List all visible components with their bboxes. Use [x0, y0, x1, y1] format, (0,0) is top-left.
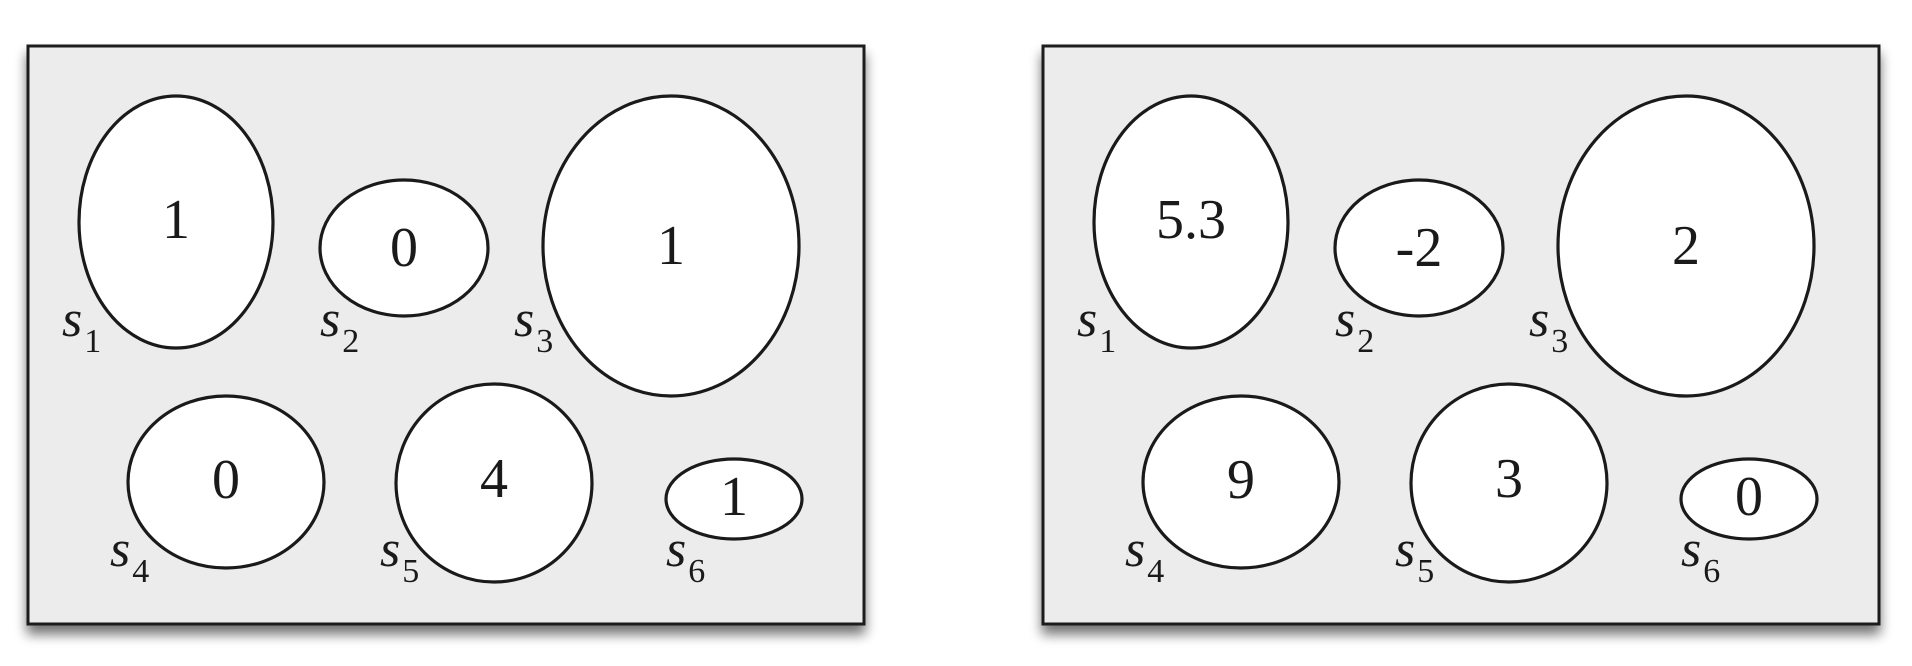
set-label: s4	[110, 521, 149, 590]
set-value: 0	[390, 217, 418, 279]
set-value: 2	[1672, 215, 1700, 277]
set-6: 1s6	[664, 457, 804, 590]
set-value: 1	[657, 215, 685, 277]
set-ellipse	[318, 178, 490, 318]
set-label-symbol: s	[666, 521, 686, 578]
set-1: 1s1	[62, 94, 275, 360]
set-label-symbol: s	[1529, 291, 1549, 348]
set-label-symbol: s	[514, 291, 534, 348]
set-4: 0 s4	[110, 394, 326, 590]
set-ellipse	[1556, 94, 1816, 398]
set-value: 4	[480, 448, 508, 510]
set-label-symbol: s	[1077, 291, 1097, 348]
set-4: 9 s4	[1125, 394, 1341, 590]
set-ellipse	[126, 394, 326, 570]
set-value: 5.3	[1156, 189, 1226, 251]
set-label: s6	[1681, 521, 1720, 590]
set-ellipse	[541, 94, 801, 398]
set-label: s2	[1335, 291, 1374, 360]
set-label-subscript: 4	[132, 553, 149, 590]
set-label-symbol: s	[1395, 521, 1415, 578]
set-5: 4 s5	[380, 382, 594, 590]
set-3: 1 s3	[514, 94, 801, 398]
set-value: 0	[1735, 466, 1763, 528]
set-6: 0s6	[1679, 457, 1819, 590]
set-3: 2 s3	[1529, 94, 1816, 398]
set-label: s5	[380, 521, 419, 590]
set-value: -2	[1396, 217, 1443, 279]
set-label: s6	[666, 521, 705, 590]
set-ellipse	[1409, 382, 1609, 584]
set-value: 9	[1227, 449, 1255, 511]
set-1: 5.3 s1	[1077, 94, 1290, 360]
set-label-subscript: 6	[1703, 553, 1720, 590]
set-ellipse	[664, 457, 804, 541]
set-ellipse	[1092, 94, 1290, 350]
set-label-subscript: 6	[688, 553, 705, 590]
set-label: s5	[1395, 521, 1434, 590]
set-label-symbol: s	[62, 291, 82, 348]
set-label: s1	[62, 291, 101, 360]
set-ellipse	[1333, 178, 1505, 318]
set-value: 0	[212, 449, 240, 511]
set-label-subscript: 4	[1147, 553, 1164, 590]
set-ellipse	[1679, 457, 1819, 541]
set-label: s2	[320, 291, 359, 360]
set-label-subscript: 5	[402, 553, 419, 590]
set-label-subscript: 2	[1357, 323, 1374, 360]
set-label-symbol: s	[380, 521, 400, 578]
set-label-subscript: 2	[342, 323, 359, 360]
set-value: 1	[720, 466, 748, 528]
set-label: s3	[514, 291, 553, 360]
set-ellipse	[77, 94, 275, 350]
set-label-symbol: s	[1335, 291, 1355, 348]
set-label-subscript: 1	[1099, 323, 1116, 360]
set-label: s1	[1077, 291, 1116, 360]
set-2: 0s2	[318, 178, 490, 360]
set-label: s3	[1529, 291, 1568, 360]
set-label-symbol: s	[110, 521, 130, 578]
set-value: 1	[162, 189, 190, 251]
set-ellipse	[1141, 394, 1341, 570]
set-label-subscript: 3	[536, 323, 553, 360]
set-label-subscript: 1	[84, 323, 101, 360]
set-5: 3 s5	[1395, 382, 1609, 590]
set-label: s4	[1125, 521, 1164, 590]
set-value: 3	[1495, 448, 1523, 510]
set-label-symbol: s	[320, 291, 340, 348]
set-label-symbol: s	[1681, 521, 1701, 578]
set-ellipse	[394, 382, 594, 584]
set-label-symbol: s	[1125, 521, 1145, 578]
set-label-subscript: 3	[1551, 323, 1568, 360]
set-label-subscript: 5	[1417, 553, 1434, 590]
set-2: -2 s2	[1333, 178, 1505, 360]
